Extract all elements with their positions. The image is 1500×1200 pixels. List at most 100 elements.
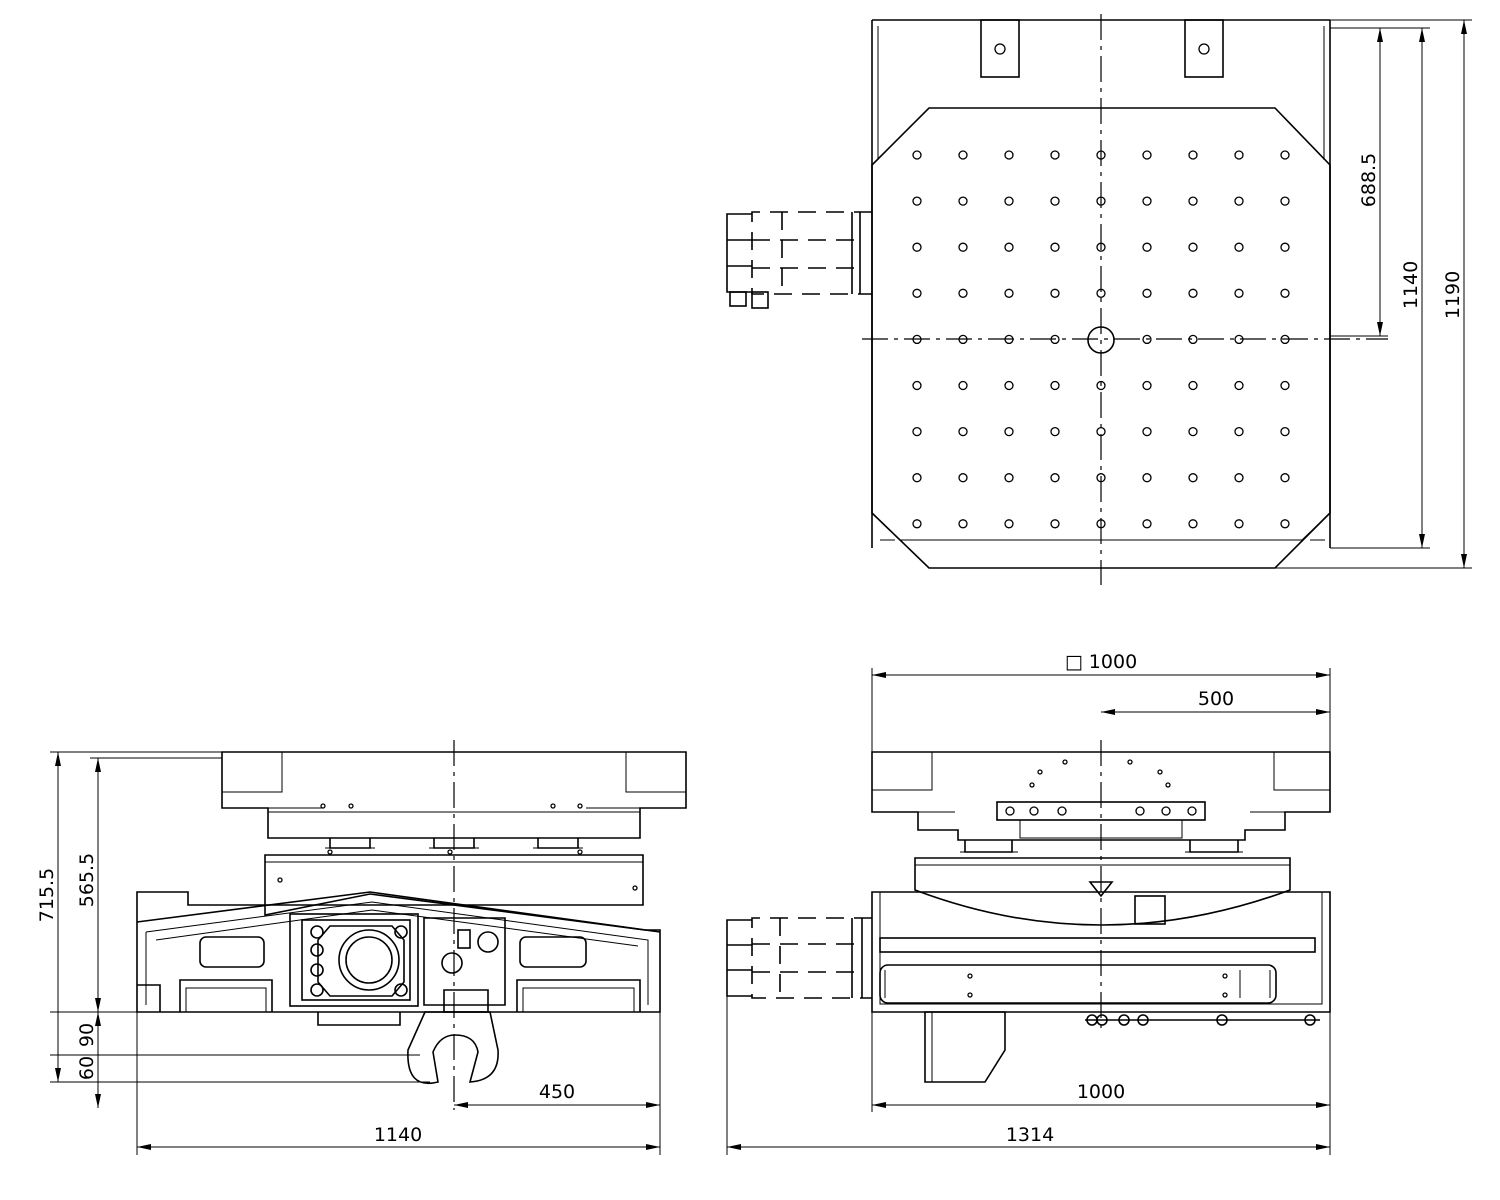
grid-hole xyxy=(1142,196,1152,206)
dimension-565: 565.5 xyxy=(76,757,222,1012)
grid-hole xyxy=(1050,426,1060,437)
dimension-1190: 1190 xyxy=(1275,19,1472,569)
grid-hole xyxy=(1004,380,1014,391)
grid-hole xyxy=(1142,380,1152,391)
grid-hole xyxy=(1050,288,1060,298)
grid-hole xyxy=(1004,242,1014,252)
front-view: 715.5 565.5 90 60 450 1140 xyxy=(36,740,687,1155)
grid-hole xyxy=(1050,150,1060,160)
grid-hole xyxy=(1280,242,1290,252)
grid-hole xyxy=(912,196,922,206)
dimension-688: 688.5 xyxy=(1330,27,1390,337)
grid-hole xyxy=(1050,519,1060,529)
dim-1140-front-label: 1140 xyxy=(374,1124,422,1146)
top-view: 688.5 1140 1190 xyxy=(726,14,1472,585)
grid-hole xyxy=(912,288,922,298)
grid-hole xyxy=(1280,519,1290,529)
dim-60-label: 60 xyxy=(76,1056,98,1080)
grid-hole xyxy=(1004,150,1014,160)
grid-hole xyxy=(958,380,968,391)
dimension-1140-top: 1140 xyxy=(1330,27,1430,549)
grid-hole xyxy=(958,150,968,160)
dim-715-label: 715.5 xyxy=(36,868,58,922)
grid-hole xyxy=(958,288,968,298)
grid-hole xyxy=(1188,288,1198,298)
grid-hole xyxy=(1004,196,1014,206)
grid-hole xyxy=(1188,150,1198,160)
dimension-1000-side: 1000 xyxy=(871,1012,1331,1155)
dim-1000-side-label: 1000 xyxy=(1077,1081,1125,1103)
dim-500-label: 500 xyxy=(1198,688,1234,710)
dim-square-1000-label: □ 1000 xyxy=(1065,651,1137,673)
grid-hole xyxy=(1234,426,1244,437)
grid-hole xyxy=(1188,519,1198,529)
grid-hole xyxy=(1280,426,1290,437)
grid-hole xyxy=(1142,288,1152,298)
front-hook xyxy=(407,1011,499,1085)
grid-hole xyxy=(912,426,922,437)
grid-hole xyxy=(1004,473,1014,483)
grid-hole xyxy=(1004,288,1014,298)
grid-hole xyxy=(912,473,922,483)
dim-1140-label: 1140 xyxy=(1400,261,1422,309)
grid-hole xyxy=(912,242,922,252)
grid-hole xyxy=(1188,242,1198,252)
dimension-715: 715.5 xyxy=(36,751,222,1082)
grid-hole xyxy=(1234,519,1244,529)
grid-hole xyxy=(912,380,922,391)
grid-hole xyxy=(912,519,922,529)
grid-hole xyxy=(1142,473,1152,483)
pallet-hole-grid xyxy=(912,150,1290,529)
dim-688-label: 688.5 xyxy=(1358,153,1380,207)
grid-hole xyxy=(1142,150,1152,160)
dimension-450: 450 xyxy=(454,1012,661,1155)
dim-1190-label: 1190 xyxy=(1442,271,1464,319)
grid-hole xyxy=(1234,473,1244,483)
drive-motor xyxy=(289,913,419,1007)
grid-hole xyxy=(1234,150,1244,160)
grid-hole xyxy=(1234,242,1244,252)
grid-hole xyxy=(1004,426,1014,437)
grid-hole xyxy=(1004,519,1014,529)
grid-hole xyxy=(1280,473,1290,483)
dim-1314-label: 1314 xyxy=(1006,1124,1054,1146)
grid-hole xyxy=(1142,242,1152,252)
grid-hole xyxy=(1142,426,1152,437)
dimension-1314: 1314 xyxy=(726,996,1330,1155)
grid-hole xyxy=(958,196,968,206)
dim-90-label: 90 xyxy=(76,1023,98,1047)
dim-565-label: 565.5 xyxy=(76,853,98,907)
dimension-1140-front: 1140 xyxy=(136,1012,660,1155)
mounting-tab-left xyxy=(980,19,1020,78)
motor-outline-dashed xyxy=(726,211,872,309)
grid-hole xyxy=(1280,288,1290,298)
grid-hole xyxy=(1142,519,1152,529)
side-motor-outline-dashed xyxy=(726,917,872,999)
mounting-tab-right xyxy=(1184,19,1224,78)
grid-hole xyxy=(1050,242,1060,252)
grid-hole xyxy=(1188,426,1198,437)
side-view: □ 1000 500 1000 1314 xyxy=(726,651,1331,1155)
grid-hole xyxy=(958,426,968,437)
grid-hole xyxy=(1234,288,1244,298)
grid-hole xyxy=(1188,473,1198,483)
grid-hole xyxy=(1234,380,1244,391)
grid-hole xyxy=(1050,380,1060,391)
side-rotary-disk xyxy=(914,857,1291,926)
grid-hole xyxy=(1280,196,1290,206)
dim-450-label: 450 xyxy=(539,1081,575,1103)
grid-hole xyxy=(958,473,968,483)
dimension-square-1000: □ 1000 xyxy=(871,651,1331,752)
front-pallet xyxy=(221,751,687,839)
dimension-500: 500 xyxy=(1101,688,1330,715)
grid-hole xyxy=(958,519,968,529)
grid-hole xyxy=(1188,196,1198,206)
dimension-90-60: 90 60 xyxy=(50,1011,430,1108)
grid-hole xyxy=(958,242,968,252)
grid-hole xyxy=(1050,473,1060,483)
grid-hole xyxy=(1234,196,1244,206)
grid-hole xyxy=(1188,380,1198,391)
grid-hole xyxy=(912,150,922,160)
grid-hole xyxy=(1280,380,1290,391)
